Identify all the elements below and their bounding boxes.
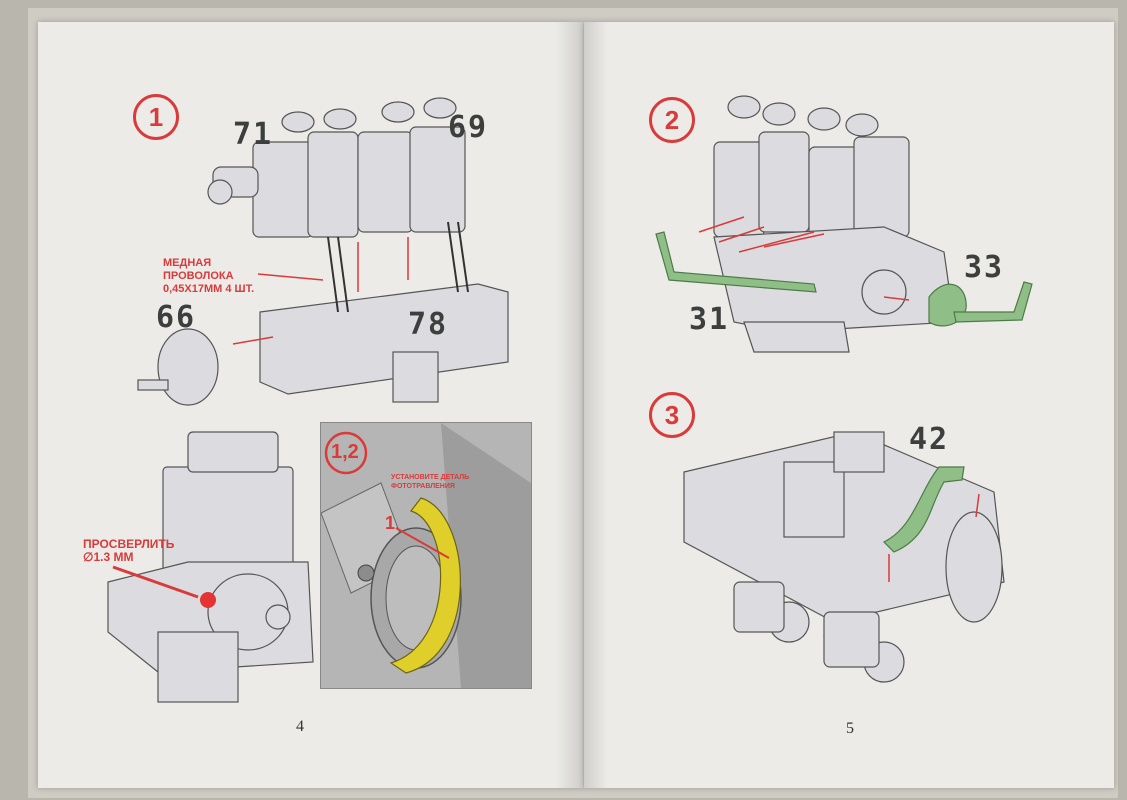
wire-note-line-1: МЕДНАЯ (163, 257, 212, 269)
step-1-number: 1 (148, 101, 164, 132)
step-3-marker: 3 (649, 392, 695, 438)
part-label-31: 31 (689, 302, 730, 337)
inset-note: УСТАНОВИТЕ ДЕТАЛЬ ФОТОТРАВЛЕНИЯ (391, 473, 469, 491)
inset-drawing (321, 423, 531, 688)
inset-note-line-2: ФОТОТРАВЛЕНИЯ (391, 483, 455, 490)
right-page: 2 3 (584, 22, 1114, 788)
part-label-33: 33 (964, 250, 1005, 285)
inset-step-number: 1,2 (331, 441, 359, 463)
wire-note-line-3: 0,45X17ММ 4 ШТ. (163, 283, 255, 295)
drill-note: ПРОСВЕРЛИТЬ ∅1.3 ММ (83, 538, 174, 564)
wire-note-line-2: ПРОВОЛОКА (163, 270, 234, 282)
inset-part-1: 1 (385, 513, 396, 533)
step-1-marker: 1 (133, 94, 179, 140)
wire-note: МЕДНАЯ ПРОВОЛОКА 0,45X17ММ 4 ШТ. (163, 257, 254, 296)
step-2-marker: 2 (649, 97, 695, 143)
step-3-number: 3 (664, 399, 680, 430)
booklet-spread: 1 (28, 8, 1118, 798)
drill-note-line-1: ПРОСВЕРЛИТЬ (83, 537, 175, 551)
left-page: 1 (38, 22, 584, 788)
page-number-4: 4 (296, 718, 304, 735)
page-number-5: 5 (846, 720, 854, 737)
part-label-71: 71 (233, 117, 274, 152)
part-label-69: 69 (448, 110, 489, 145)
part-label-66: 66 (156, 300, 197, 335)
detail-inset: 1,2 УСТАНОВИТЕ ДЕТАЛЬ ФОТОТРАВЛЕНИЯ 1 (320, 422, 532, 689)
drill-note-line-2: ∅1.3 ММ (83, 550, 134, 564)
part-label-78: 78 (408, 307, 449, 342)
step-2-number: 2 (664, 104, 680, 135)
engine-step1-drawing (107, 97, 509, 703)
inset-note-line-1: УСТАНОВИТЕ ДЕТАЛЬ (391, 474, 470, 481)
part-label-42: 42 (909, 422, 950, 457)
engine-step2-3-drawing (655, 95, 1033, 683)
